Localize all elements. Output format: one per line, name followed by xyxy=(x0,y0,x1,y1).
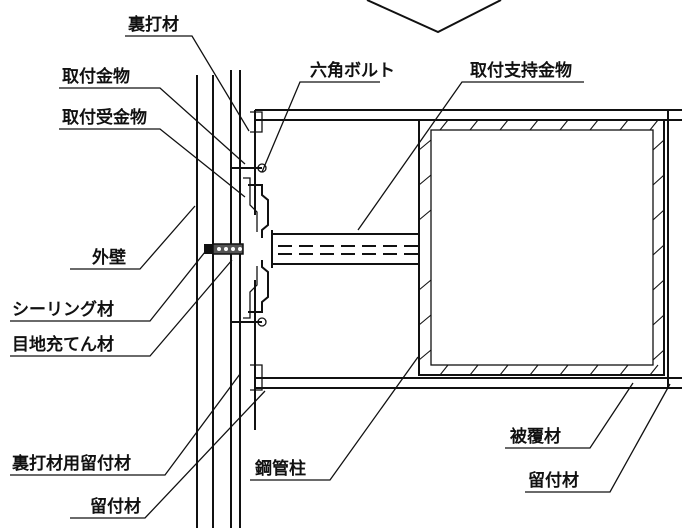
exterior-wall xyxy=(196,70,256,528)
steel-pipe-column xyxy=(418,119,665,376)
mounting-support-bracket xyxy=(271,230,419,268)
label-fastener-right: 留付材 xyxy=(528,470,579,491)
label-mounting-support-hardware: 取付支持金物 xyxy=(470,60,572,81)
label-sealing-material: シーリング材 xyxy=(12,299,114,320)
mounting-hardware xyxy=(243,177,269,319)
hex-bolts xyxy=(232,163,267,327)
label-fastener-left: 留付材 xyxy=(90,496,141,517)
label-covering-material: 被覆材 xyxy=(510,426,561,447)
label-receiving-hardware: 取付受金物 xyxy=(62,107,147,128)
top-pointer-shape xyxy=(366,0,502,34)
fireproof-covering xyxy=(255,109,682,389)
label-backing-material: 裏打材 xyxy=(127,14,179,35)
leader-lines xyxy=(10,35,671,519)
label-steel-pipe-column: 鋼管柱 xyxy=(254,458,306,479)
joint-filler xyxy=(204,243,244,255)
label-joint-filler: 目地充てん材 xyxy=(12,334,114,355)
label-hex-bolt: 六角ボルト xyxy=(310,60,395,81)
label-backing-fastener: 裏打材用留付材 xyxy=(11,453,131,474)
label-exterior-wall: 外壁 xyxy=(92,247,126,268)
label-mounting-hardware: 取付金物 xyxy=(62,66,130,87)
column-hatching xyxy=(418,119,665,376)
